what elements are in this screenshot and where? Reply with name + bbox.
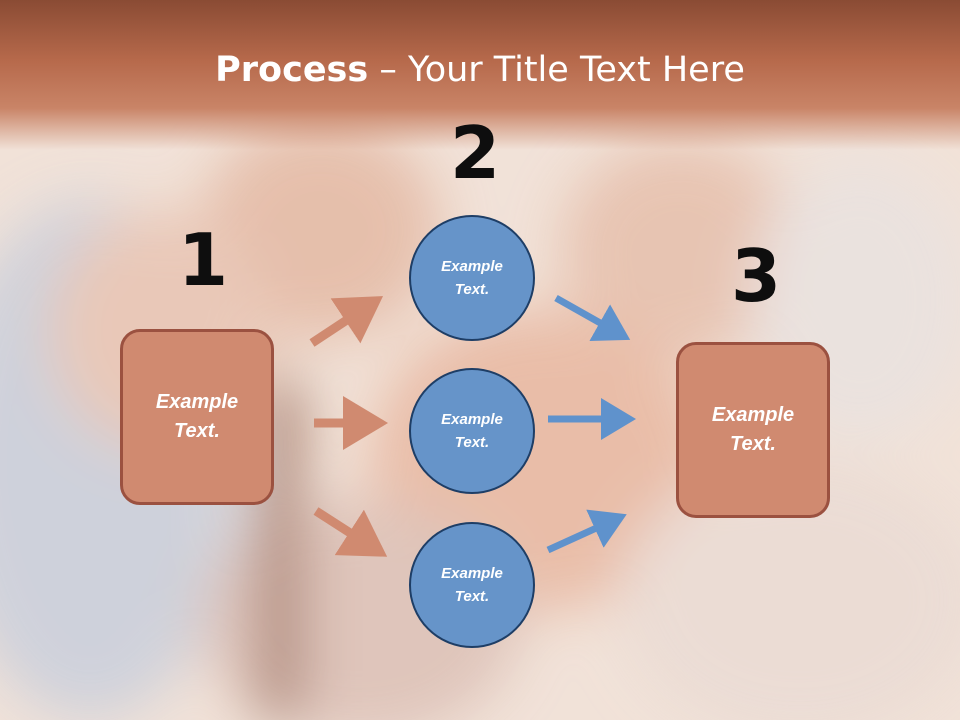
- step-2-circle-bottom: Example Text.: [409, 522, 535, 648]
- title-rest: – Your Title Text Here: [368, 50, 745, 90]
- step-number-2: 2: [450, 111, 501, 195]
- step-number-3: 3: [731, 234, 782, 318]
- slide-title: Process – Your Title Text Here: [0, 50, 960, 90]
- title-bar: [0, 0, 960, 150]
- arrow-circle-bottom-to-box3: [546, 509, 627, 554]
- step-3-line2: Text.: [730, 433, 776, 455]
- step-1-line2: Text.: [174, 420, 220, 442]
- step-2-circle-top: Example Text.: [409, 215, 535, 341]
- circle-top-line2: Text.: [454, 281, 490, 298]
- step-2-circle-middle: Example Text.: [409, 368, 535, 494]
- step-3-box: Example Text.: [676, 342, 830, 518]
- circle-top-line1: Example: [441, 258, 503, 275]
- arrow-box1-to-circle-bottom: [313, 507, 388, 557]
- step-1-line1: Example: [155, 391, 239, 413]
- step-number-1: 1: [178, 218, 229, 302]
- circle-middle-line1: Example: [441, 411, 503, 428]
- circle-middle-line2: Text.: [454, 434, 490, 451]
- circle-bottom-line1: Example: [441, 565, 503, 582]
- arrow-circle-top-to-box3: [554, 294, 631, 341]
- circle-bottom-line2: Text.: [454, 588, 490, 605]
- title-bold: Process: [215, 50, 369, 90]
- step-3-line1: Example: [711, 404, 795, 426]
- arrow-box1-to-circle-top: [309, 296, 384, 347]
- step-1-box: Example Text.: [120, 329, 274, 505]
